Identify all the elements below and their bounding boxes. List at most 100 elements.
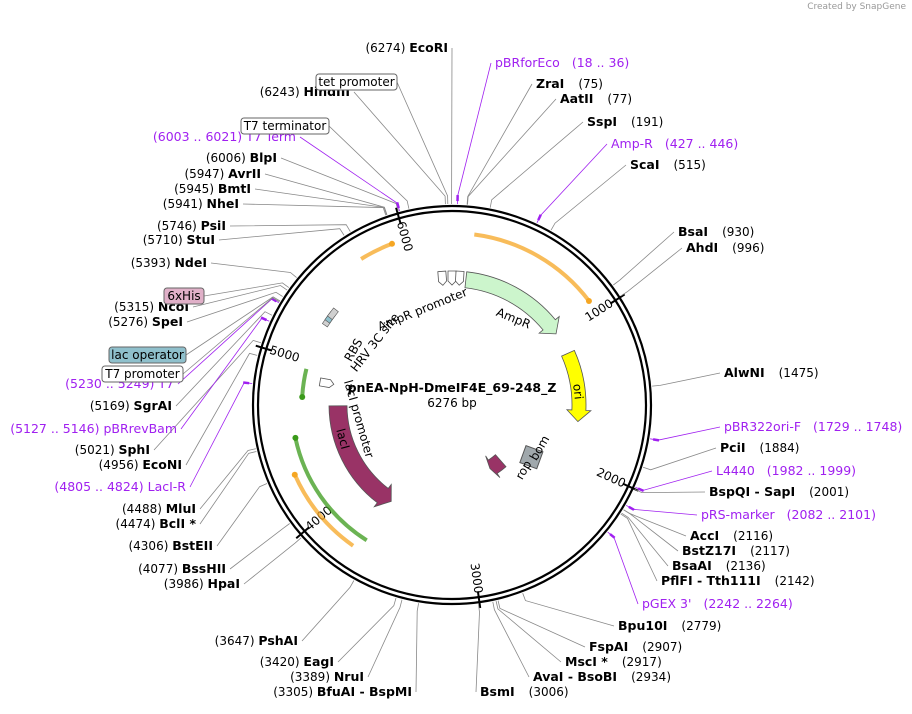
enzyme-pflfi-tth111i[interactable]: PflFI - Tth111I(2142) <box>661 573 815 588</box>
enzyme-name-hpai: HpaI <box>208 576 241 591</box>
feature-bom[interactable] <box>519 445 544 470</box>
enzyme-pos-bstz17i: (2117) <box>750 544 790 558</box>
box-lac-operator[interactable] <box>108 346 187 364</box>
feature-laci-promoter[interactable] <box>318 377 335 388</box>
enzyme-pos-nrui: (3389) <box>290 670 334 684</box>
primer-pgex-3[interactable]: pGEX 3'(2242 .. 2264) <box>642 596 793 611</box>
enzyme-sphi[interactable]: (5021) SphI <box>75 442 150 457</box>
tick-4000 <box>295 526 310 540</box>
enzyme-pshai[interactable]: (3647) PshAI <box>215 633 298 648</box>
enzyme-hpai[interactable]: (3986) HpaI <box>164 576 240 591</box>
enzyme-pcii[interactable]: PciI(1884) <box>720 440 799 455</box>
enzyme-alwni[interactable]: AlwNI(1475) <box>724 365 819 380</box>
enzyme-pos-msci: (2917) <box>622 655 662 669</box>
primer-pbr322ori-f[interactable]: pBR322ori-F(1729 .. 1748) <box>724 419 902 434</box>
box-t7-promoter[interactable] <box>101 365 184 383</box>
primer-l4440[interactable]: L4440(1982 .. 1999) <box>716 463 856 478</box>
enzyme-blpi[interactable]: (6006) BlpI <box>206 150 277 165</box>
enzyme-nrui[interactable]: (3389) NruI <box>290 669 364 684</box>
enzyme-ahdi[interactable]: AhdI(996) <box>686 240 764 255</box>
leader-stui <box>218 228 345 241</box>
box-tet-promoter[interactable] <box>315 73 398 91</box>
box-leader-6xhis <box>203 282 290 297</box>
enzyme-name-bsmi: BsmI <box>480 684 515 699</box>
enzyme-zrai[interactable]: ZraI(75) <box>536 76 603 91</box>
enzyme-name-scai: ScaI <box>630 157 660 172</box>
enzyme-mlui[interactable]: (4488) MluI <box>122 501 196 516</box>
leader-sgrai <box>175 311 273 407</box>
primer-amp-r[interactable]: Amp-R(427 .. 446) <box>611 136 738 151</box>
feature-amp-promoter-b[interactable] <box>447 270 457 286</box>
primer-laci-r[interactable]: (4805 .. 4824) LacI-R <box>54 479 186 494</box>
enzyme-econi[interactable]: (4956) EcoNI <box>99 457 182 472</box>
enzyme-sgrai[interactable]: (5169) SgrAI <box>90 398 172 413</box>
box-label-6xhis: 6xHis <box>167 289 200 303</box>
enzyme-eagi[interactable]: (3420) EagI <box>260 654 334 669</box>
feature-ori[interactable] <box>561 349 592 423</box>
enzyme-name-fspai: FspAI <box>589 639 628 654</box>
enzyme-spei[interactable]: (5276) SpeI <box>108 314 183 329</box>
orf-lacI-inner-tip <box>299 394 306 401</box>
primer-name-pbr322ori-f: pBR322ori-F <box>724 419 801 434</box>
feature-block-2 <box>327 307 339 320</box>
enzyme-fspai[interactable]: FspAI (2907) <box>589 639 682 654</box>
leader-hpai <box>243 537 302 585</box>
enzyme-bsshii[interactable]: (4077) BssHII <box>138 561 226 576</box>
enzyme-bsteii[interactable]: (4306) BstEII <box>128 538 213 553</box>
enzyme-nhei[interactable]: (5941) NheI <box>163 196 239 211</box>
feature-ampr[interactable] <box>464 271 560 335</box>
enzyme-pos-fspai: (2907) <box>642 640 682 654</box>
enzyme-pos-zrai: (75) <box>578 77 603 91</box>
enzyme-ndei[interactable]: (5393) NdeI <box>131 255 207 270</box>
primer-prs-marker[interactable]: pRS-marker(2082 .. 2101) <box>701 507 876 522</box>
enzyme-bcli[interactable]: (4474) BclI * <box>116 516 197 531</box>
enzyme-bstz17i[interactable]: BstZ17I(2117) <box>682 543 790 558</box>
enzyme-aatii[interactable]: AatII(77) <box>560 91 632 106</box>
enzyme-pos-bsmi: (3006) <box>529 685 569 699</box>
tick-1000 <box>609 293 626 305</box>
box-6xhis[interactable] <box>163 287 205 305</box>
enzyme-bpu10i[interactable]: Bpu10I(2779) <box>618 618 721 633</box>
box-t7-terminator[interactable] <box>240 117 330 135</box>
feature-laci[interactable] <box>328 405 392 508</box>
enzyme-pos-stui: (5710) <box>143 233 187 247</box>
enzyme-ecori[interactable]: (6274) EcoRI <box>365 40 448 55</box>
enzyme-sspi[interactable]: SspI(191) <box>587 114 663 129</box>
leader-bsaai <box>621 512 669 567</box>
enzyme-avai-bsobi[interactable]: AvaI - BsoBI(2934) <box>533 669 671 684</box>
enzyme-psii[interactable]: (5746) PsiI <box>157 218 226 233</box>
orf-lacI-outer-tip <box>291 471 298 478</box>
enzyme-bsmi[interactable]: BsmI (3006) <box>480 684 569 699</box>
feature-rop[interactable] <box>485 454 507 478</box>
enzyme-stui[interactable]: (5710) StuI <box>143 232 215 247</box>
enzyme-acci[interactable]: AccI(2116) <box>690 528 773 543</box>
enzyme-bmti[interactable]: (5945) BmtI <box>174 181 251 196</box>
primer-range-amp-r: (427 .. 446) <box>665 136 738 151</box>
enzyme-pos-scai: (515) <box>674 158 706 172</box>
primer-pbrforeco[interactable]: pBRforEco(18 .. 36) <box>495 55 629 70</box>
primer-pbrrevbam[interactable]: (5127 .. 5146) pBRrevBam <box>10 421 177 436</box>
enzyme-name-acci: AccI <box>690 528 719 543</box>
leader-blpi <box>280 157 399 212</box>
enzyme-bfuai-bspmi[interactable]: (3305) BfuAI - BspMI <box>273 684 412 699</box>
enzyme-bsai[interactable]: BsaI(930) <box>678 224 754 239</box>
primer-name-pbrrevbam: pBRrevBam <box>103 421 177 436</box>
enzyme-name-bsteii: BstEII <box>172 538 213 553</box>
enzyme-pos-pcii: (1884) <box>760 441 800 455</box>
enzyme-bsaai[interactable]: BsaAI(2136) <box>672 558 766 573</box>
primer-leader-pbrforeco <box>457 62 492 205</box>
box-label-lac-operator: lac operator <box>111 348 184 362</box>
enzyme-pos-bpu10i: (2779) <box>681 619 721 633</box>
enzyme-avrii[interactable]: (5947) AvrII <box>184 166 261 181</box>
feature-amp-promoter-a[interactable] <box>437 270 447 286</box>
enzyme-pos-bcli: (4474) <box>116 517 160 531</box>
primer-range-pbrrevbam: (5127 .. 5146) <box>10 421 103 436</box>
enzyme-scai[interactable]: ScaI (515) <box>630 157 706 172</box>
enzyme-msci[interactable]: MscI *(2917) <box>565 654 662 669</box>
enzyme-pos-bsshii: (4077) <box>138 562 182 576</box>
feature-amp-promoter-c[interactable] <box>455 270 465 286</box>
enzyme-bspqi-sapi[interactable]: BspQI - SapI(2001) <box>709 484 849 499</box>
primer-name-pgex-3: pGEX 3' <box>642 596 691 611</box>
primer-leader-laci-r <box>189 382 253 488</box>
